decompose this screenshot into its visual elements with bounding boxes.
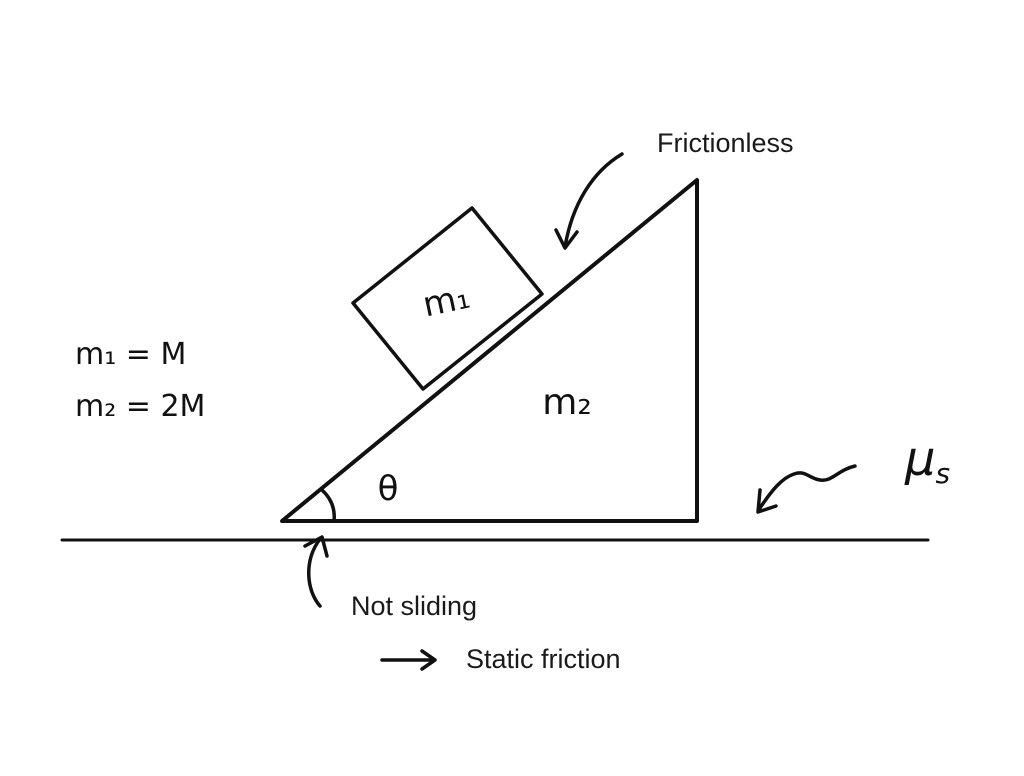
block-mass-label: m₁ xyxy=(419,277,473,326)
static-friction-label: Static friction xyxy=(466,644,621,674)
wedge-mass-label: m₂ xyxy=(542,382,592,423)
wedge-triangle xyxy=(280,178,699,523)
not-sliding-label: Not sliding xyxy=(351,591,477,621)
frictionless-label: Frictionless xyxy=(657,128,794,158)
given-m1: m₁ = M xyxy=(75,337,186,372)
angle-arc xyxy=(320,488,336,523)
mu-symbol: μ xyxy=(904,431,936,487)
mu-subscript: s xyxy=(936,457,951,490)
mu-squiggle-arrow xyxy=(758,464,857,510)
not-sliding-arrowhead xyxy=(303,535,329,558)
static-friction-arrowhead xyxy=(420,649,437,671)
mu-s-label: μs xyxy=(904,431,950,490)
not-sliding-arrow xyxy=(307,537,322,608)
frictionless-arrow xyxy=(563,152,624,249)
frictionless-arrowhead xyxy=(554,228,579,250)
angle-theta-label: θ xyxy=(378,469,399,509)
block-rectangle xyxy=(351,206,544,391)
mu-arrowhead xyxy=(756,488,778,514)
given-m2: m₂ = 2M xyxy=(75,389,205,424)
